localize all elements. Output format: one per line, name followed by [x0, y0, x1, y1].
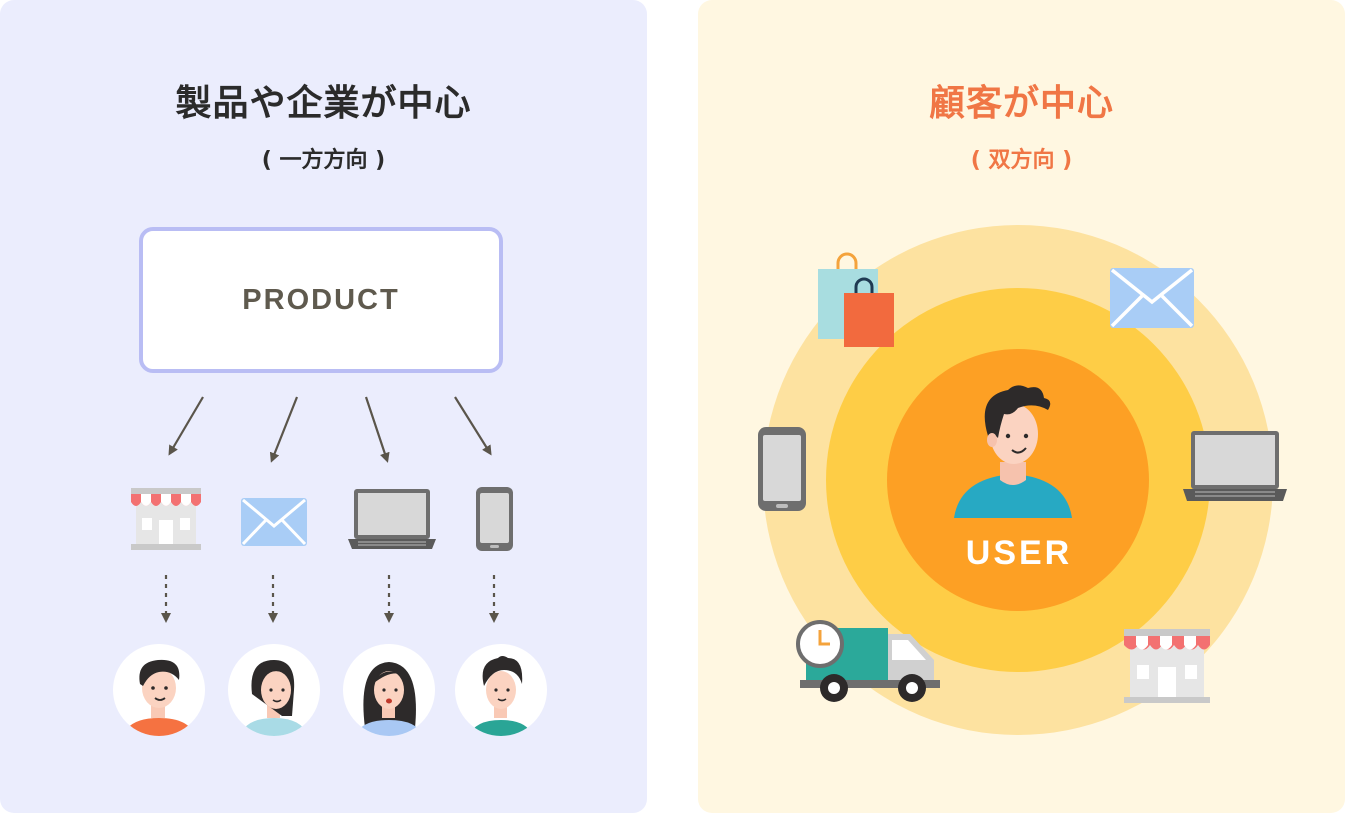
user-label: USER — [965, 534, 1073, 572]
laptop-icon — [348, 489, 436, 549]
right-panel-subtitle: ( 双方向 ) — [970, 148, 1073, 173]
shopping-bags-icon — [818, 252, 894, 347]
customer-avatar-2 — [228, 644, 320, 736]
arrow-to-store — [168, 396, 204, 456]
left-panel-subtitle: ( 一方方向 ) — [261, 148, 386, 173]
customer-avatar-1 — [113, 644, 205, 736]
store-icon — [131, 488, 201, 550]
customer-avatar-3 — [343, 644, 435, 736]
store-icon — [1124, 629, 1210, 703]
smartphone-icon — [758, 427, 806, 511]
product-arrows — [161, 396, 499, 623]
laptop-icon — [1183, 431, 1287, 501]
arrow-to-smartphone — [454, 396, 492, 456]
product-box: PRODUCT — [139, 227, 503, 373]
left-panel-title: 製品や企業が中心 — [175, 83, 472, 124]
arrow-to-envelope — [269, 396, 299, 463]
envelope-icon — [241, 498, 307, 546]
user-icon — [954, 385, 1072, 518]
envelope-icon — [1110, 268, 1194, 328]
product-label: PRODUCT — [242, 283, 400, 316]
arrow-to-laptop — [364, 396, 390, 463]
smartphone-icon — [476, 487, 513, 551]
right-panel-title: 顧客が中心 — [928, 83, 1114, 124]
product-centric-panel: 製品や企業が中心 ( 一方方向 ) PRODUCT — [0, 0, 647, 813]
customer-centric-panel: 顧客が中心 ( 双方向 ) USER — [698, 0, 1345, 813]
customer-avatar-4 — [455, 644, 547, 736]
delivery-truck-icon — [796, 620, 940, 702]
